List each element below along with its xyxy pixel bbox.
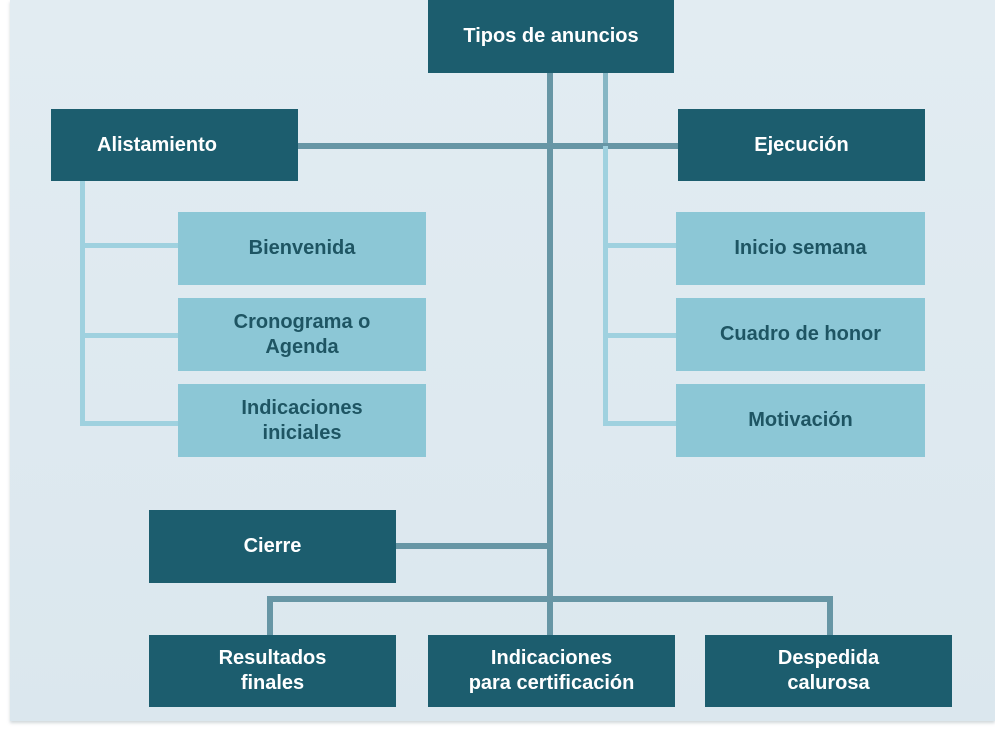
connector-cierre <box>395 543 553 549</box>
indicaciones-certificacion-node: Indicaciones para certificación <box>428 635 675 707</box>
connector-ejecucion-branch <box>603 146 608 426</box>
motivacion-node: Motivación <box>676 384 925 457</box>
cronograma-node: Cronograma o Agenda <box>178 298 426 371</box>
bienvenida-node: Bienvenida <box>178 212 426 285</box>
cierre-node: Cierre <box>149 510 396 583</box>
indicaciones-iniciales-node: Indicaciones iniciales <box>178 384 426 457</box>
ejecucion-node: Ejecución <box>678 109 925 181</box>
alistamiento-node: Alistamiento <box>51 109 298 181</box>
diagram-canvas: Tipos de anuncios Alistamiento Ejecución… <box>10 0 995 721</box>
connector-resultados <box>267 596 273 636</box>
connector-motivacion <box>603 421 679 426</box>
connector-alistamiento-ejecucion <box>297 143 679 149</box>
connector-bienvenida <box>80 243 180 248</box>
root-node: Tipos de anuncios <box>428 0 674 73</box>
connector-root-trunk <box>547 72 553 602</box>
cuadro-honor-node: Cuadro de honor <box>676 298 925 371</box>
resultados-finales-node: Resultados finales <box>149 635 396 707</box>
connector-cuadro-honor <box>603 333 679 338</box>
despedida-calurosa-node: Despedida calurosa <box>705 635 952 707</box>
connector-inicio-semana <box>603 243 679 248</box>
connector-certificacion <box>547 596 553 636</box>
connector-alistamiento-branch <box>80 180 85 426</box>
inicio-semana-node: Inicio semana <box>676 212 925 285</box>
connector-cronograma <box>80 333 180 338</box>
connector-indicaciones-iniciales <box>80 421 180 426</box>
connector-root-to-ejecucion <box>603 72 608 146</box>
connector-despedida <box>827 596 833 636</box>
